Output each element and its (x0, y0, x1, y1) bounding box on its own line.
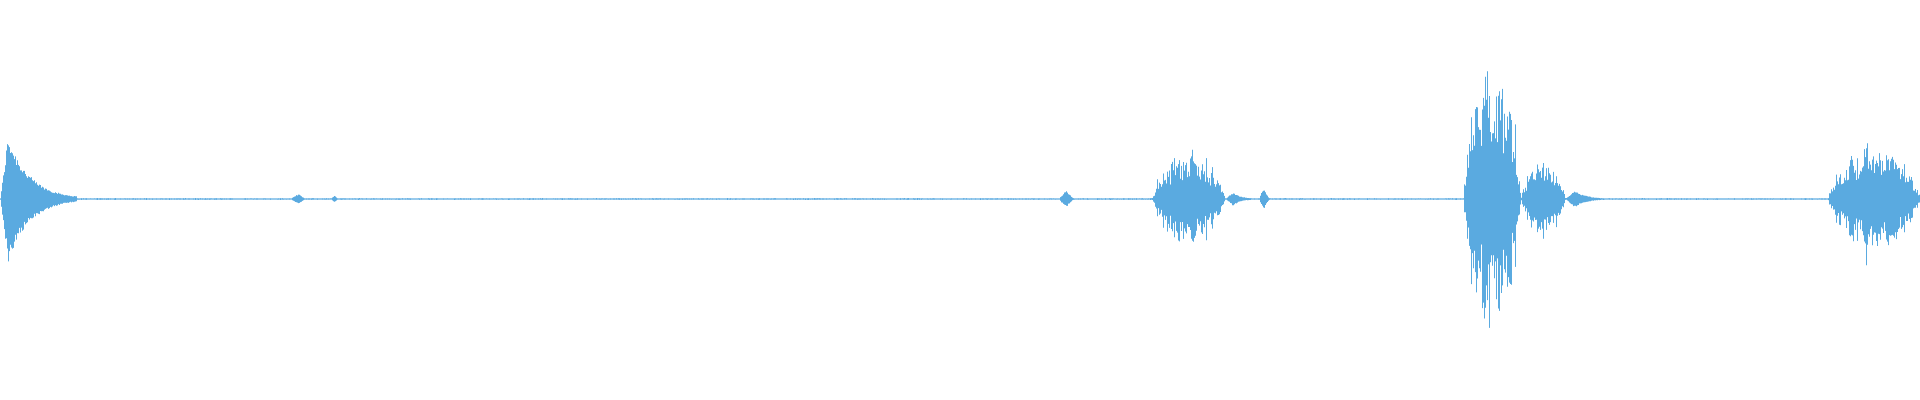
waveform-samples (0, 71, 1920, 328)
waveform-path (0, 71, 1920, 328)
